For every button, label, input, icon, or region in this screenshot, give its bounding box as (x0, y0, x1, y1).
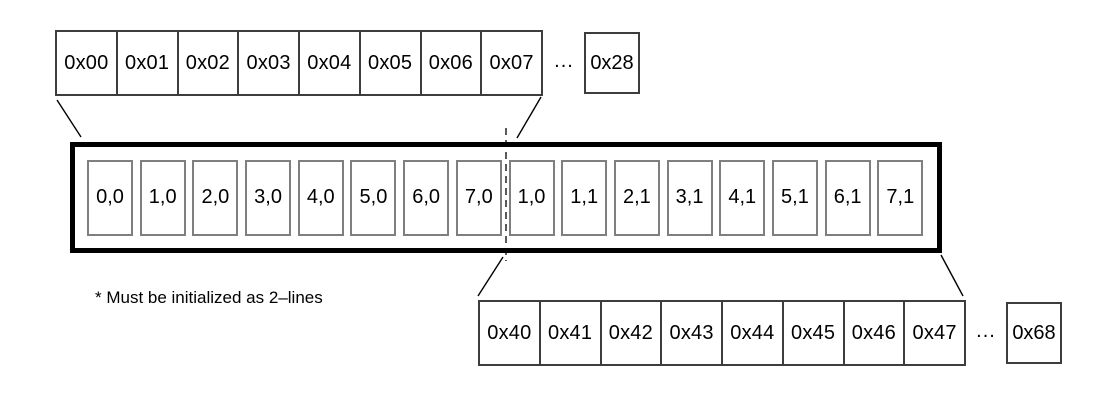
buffer-cell: 2,1 (613, 159, 660, 236)
bottom-memory-row: 0x40 0x41 0x42 0x43 0x44 0x45 0x46 0x47 (478, 300, 966, 366)
buffer-cell: 1,0 (139, 159, 186, 236)
buffer-cell: 5,0 (350, 159, 397, 236)
connector-bottom-left-line (477, 256, 504, 297)
buffer-cell: 4,0 (297, 159, 344, 236)
memory-cell: 0x45 (784, 302, 845, 364)
memory-cell: 0x28 (584, 32, 640, 94)
buffer-cell: 2,0 (192, 159, 239, 236)
memory-cell: 0x07 (489, 51, 534, 74)
buffer-cell: 3,0 (245, 159, 292, 236)
buffer-cell: 5,1 (771, 159, 818, 236)
connector-top-left-line (56, 99, 82, 138)
buffer-cell: 3,1 (666, 159, 713, 236)
top-memory-row: 0x00 0x01 0x02 0x03 0x04 0x05 0x06 0x07 (55, 30, 543, 96)
memory-cell: 0x00 (57, 32, 118, 94)
memory-cell: 0x44 (723, 302, 784, 364)
buffer-cell: 6,0 (403, 159, 450, 236)
bottom-row-ellipsis: ... (976, 319, 996, 342)
memory-cell: 0x42 (602, 302, 663, 364)
memory-cell: 0x03 (239, 32, 300, 94)
buffer-cell: 7,0 (455, 159, 502, 236)
buffer-cell: 7,1 (877, 159, 924, 236)
memory-cell: 0x04 (300, 32, 361, 94)
connector-top-right-line (516, 96, 542, 139)
line-buffer-box: 0,0 1,0 2,0 3,0 4,0 5,0 6,0 7,0 1,0 1,1 … (70, 142, 942, 253)
top-row-ellipsis: ... (554, 49, 574, 72)
buffer-cell: 4,1 (719, 159, 766, 236)
memory-cell: 0x41 (541, 302, 602, 364)
memory-cell: 0x01 (118, 32, 179, 94)
buffer-cell: 1,0 (508, 159, 555, 236)
memory-cell: 0x02 (179, 32, 240, 94)
buffer-cell: 1,1 (561, 159, 608, 236)
memory-cell: 0x40 (480, 302, 541, 364)
connector-bottom-right-line (940, 254, 964, 297)
memory-cell: 0x06 (422, 32, 483, 94)
buffer-cell: 6,1 (824, 159, 871, 236)
initialization-note: * Must be initialized as 2–lines (95, 288, 323, 307)
memory-cell: 0x05 (361, 32, 422, 94)
memory-cell: 0x43 (662, 302, 723, 364)
memory-cell: 0x46 (845, 302, 906, 364)
memory-cell: 0x68 (1006, 302, 1062, 364)
buffer-cell: 0,0 (87, 159, 133, 236)
memory-cell: 0x47 (912, 321, 957, 344)
